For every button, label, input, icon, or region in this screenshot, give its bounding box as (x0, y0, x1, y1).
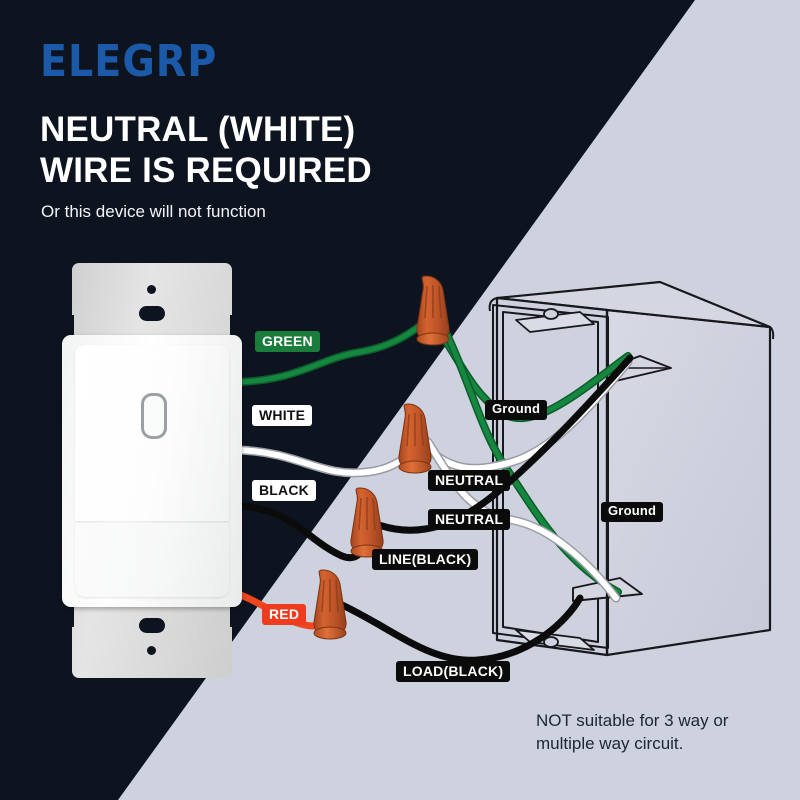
footnote: NOT suitable for 3 way or multiple way c… (536, 710, 728, 756)
label-ground-1: Ground (485, 400, 548, 420)
page-subtitle: Or this device will not function (41, 202, 266, 221)
rocker-paddle-upper[interactable] (75, 345, 229, 521)
strap-notch-bottom-left (62, 605, 74, 627)
footnote-line-1: NOT suitable for 3 way or (536, 711, 729, 730)
switch-faceplate (62, 335, 242, 607)
footnote-line-2: multiple way circuit. (536, 733, 684, 753)
label-red: RED (262, 604, 307, 626)
strap-screw-dot-bottom (147, 646, 156, 655)
strap-screw-slot-bottom (139, 618, 165, 633)
brand-logo: ELEGRP (40, 36, 218, 87)
wall-dimmer-switch (62, 263, 242, 678)
label-ground-2: Ground (601, 502, 664, 522)
wire-nut-neutral (398, 403, 432, 474)
electrical-box (488, 280, 775, 657)
strap-notch-top-right (230, 315, 242, 337)
headline-line-1: NEUTRAL (WHITE) (40, 110, 356, 149)
strap-screw-dot-top (147, 285, 156, 294)
white-wire (233, 433, 427, 478)
label-neutral-1: NEUTRAL (428, 470, 511, 492)
green-wire (234, 314, 434, 386)
label-black: BLACK (252, 480, 316, 502)
strap-screw-slot-top (139, 306, 165, 321)
led-indicator-icon (141, 393, 167, 439)
label-green: GREEN (255, 331, 320, 353)
headline-line-2: WIRE IS REQUIRED (40, 150, 372, 190)
label-load-black: LOAD(BLACK) (396, 661, 511, 683)
label-neutral-2: NEUTRAL (428, 509, 511, 531)
load-black-wire (336, 594, 584, 664)
rocker-paddle-lower[interactable] (75, 523, 229, 597)
wire-nut-green (416, 275, 450, 346)
strap-notch-bottom-right (230, 605, 242, 627)
wire-nut-load (313, 569, 347, 640)
strap-notch-top-left (62, 315, 74, 337)
label-line-black: LINE(BLACK) (372, 549, 479, 571)
page-title: NEUTRAL (WHITE) WIRE IS REQUIRED (40, 110, 460, 191)
wire-nut-line (350, 487, 384, 558)
label-white: WHITE (252, 405, 313, 427)
